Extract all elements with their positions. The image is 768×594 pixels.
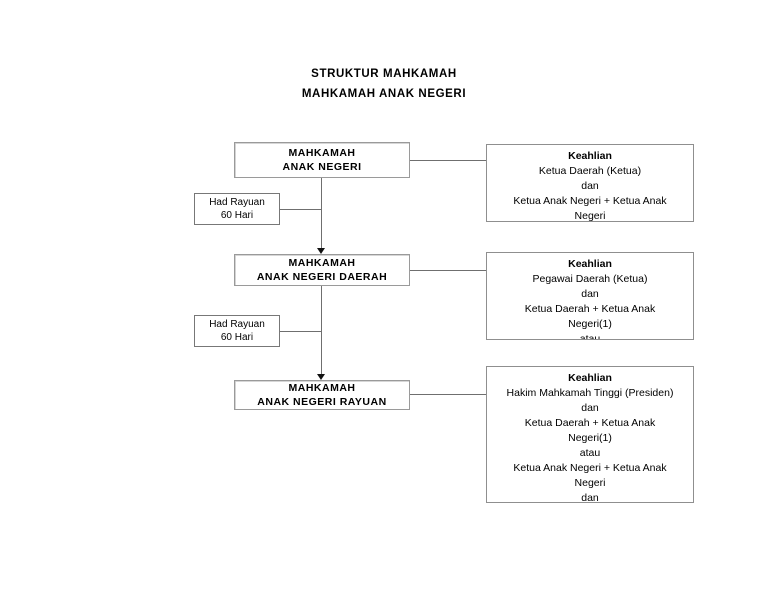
panel-line: Ketua Daerah (Ketua) xyxy=(538,165,642,177)
page-title: STRUKTUR MAHKAMAH MAHKAMAH ANAK NEGERI xyxy=(0,64,768,104)
panel-line: dan xyxy=(581,492,599,503)
connector-line-note2-to-trunk xyxy=(280,331,322,333)
node-label-line-2: ANAK NEGERI RAYUAN xyxy=(257,396,387,408)
panel-line: Pegawai Daerah (Ketua) xyxy=(532,273,648,285)
connector-line-node3-to-keahlian3 xyxy=(410,394,487,396)
node-label-line-1: MAHKAMAH xyxy=(288,147,356,159)
panel-line: Negeri xyxy=(574,210,606,222)
panel-keahlian-1: Keahlian Ketua Daerah (Ketua) dan Ketua … xyxy=(486,144,694,222)
panel-line: dan xyxy=(581,402,599,414)
panel-line: Ketua Daerah + Ketua Anak xyxy=(524,417,656,429)
panel-keahlian-3: Keahlian Hakim Mahkamah Tinggi (Presiden… xyxy=(486,366,694,503)
connector-line-node1-to-node2 xyxy=(321,178,323,250)
node-mahkamah-anak-negeri: MAHKAMAH ANAK NEGERI xyxy=(234,142,410,178)
panel-title: Keahlian xyxy=(568,258,612,270)
panel-title: Keahlian xyxy=(568,372,612,384)
node-label-line-1: MAHKAMAH xyxy=(288,382,356,394)
panel-line: Hakim Mahkamah Tinggi (Presiden) xyxy=(506,387,674,399)
panel-line: Negeri xyxy=(574,477,606,489)
note-label-line-2: 60 Hari xyxy=(220,332,254,343)
node-label-line-2: ANAK NEGERI DAERAH xyxy=(256,271,388,283)
node-mahkamah-anak-negeri-rayuan: MAHKAMAH ANAK NEGERI RAYUAN xyxy=(234,380,410,410)
title-line-2: MAHKAMAH ANAK NEGERI xyxy=(301,88,467,100)
panel-line: atau xyxy=(579,333,601,340)
panel-line: dan xyxy=(581,288,599,300)
title-line-1: STRUKTUR MAHKAMAH xyxy=(311,68,457,80)
panel-line: Negeri(1) xyxy=(568,432,612,444)
arrow-down-icon xyxy=(317,374,325,380)
panel-title: Keahlian xyxy=(568,150,612,162)
note-label-line-1: Had Rayuan xyxy=(209,319,265,330)
panel-line: Ketua Anak Negeri + Ketua Anak xyxy=(513,462,667,474)
note-label-line-1: Had Rayuan xyxy=(209,197,265,208)
panel-line: Negeri(1) xyxy=(568,318,612,330)
panel-line: Ketua Anak Negeri + Ketua Anak xyxy=(513,195,667,207)
node-mahkamah-anak-negeri-daerah: MAHKAMAH ANAK NEGERI DAERAH xyxy=(234,254,410,286)
node-label-line-2: ANAK NEGERI xyxy=(282,161,362,173)
note-had-rayuan-1: Had Rayuan 60 Hari xyxy=(194,193,280,225)
arrow-down-icon xyxy=(317,248,325,254)
connector-line-note1-to-trunk xyxy=(280,209,322,211)
note-had-rayuan-2: Had Rayuan 60 Hari xyxy=(194,315,280,347)
panel-line: dan xyxy=(581,180,599,192)
connector-line-node1-to-keahlian1 xyxy=(410,160,487,162)
panel-keahlian-2: Keahlian Pegawai Daerah (Ketua) dan Ketu… xyxy=(486,252,694,340)
note-label-line-2: 60 Hari xyxy=(220,210,254,221)
panel-line: Ketua Daerah + Ketua Anak xyxy=(524,303,656,315)
connector-line-node2-to-keahlian2 xyxy=(410,270,487,272)
panel-line: atau xyxy=(579,447,601,459)
node-label-line-1: MAHKAMAH xyxy=(288,257,356,269)
